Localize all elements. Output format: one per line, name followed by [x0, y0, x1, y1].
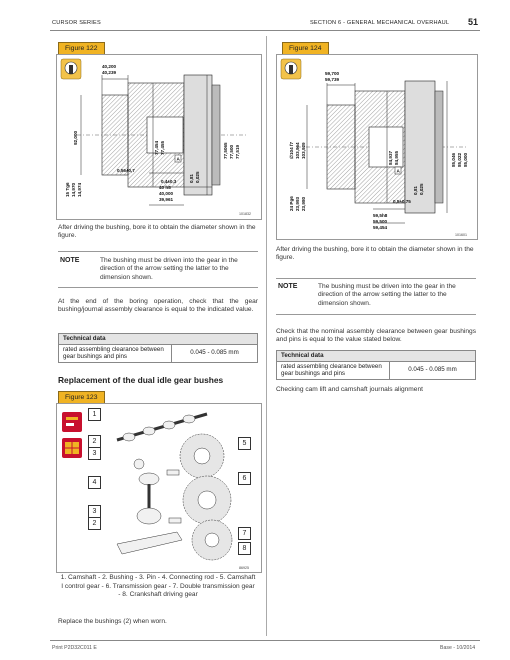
disassembly-icon [62, 412, 82, 432]
table-row-value: 0.045 - 0.085 mm [171, 343, 258, 363]
dim-clearance-1: 0,5±0,75 [393, 199, 411, 204]
tool-icon-124 [280, 58, 302, 80]
callout-8: 8 [238, 542, 251, 555]
dim-top-1: 59,700 [325, 71, 339, 76]
dim-left-3: 103,929 [301, 142, 306, 159]
table-row-label: rated assembling clearance between gear … [58, 343, 172, 363]
table-header: Technical data [276, 350, 476, 362]
footer-left: Print P2D32C011 E [52, 645, 97, 651]
note-bottom-line [58, 287, 258, 288]
dim-clearance-3: 0,025 [419, 183, 424, 195]
section-title: Replacement of the dual idle gear bushes [58, 375, 224, 385]
header-section: SECTION 6 - GENERAL MECHANICAL OVERHAUL [310, 20, 450, 26]
note-top-line [58, 251, 258, 252]
dim-right-2: 85,022 [457, 153, 462, 167]
dim-clearance-4: 0,025 [195, 171, 200, 183]
dim-clearance-2: 0,4±0,3 [161, 179, 177, 184]
dim-left: 92,000 [73, 131, 78, 145]
figure-122-drawing: 40,200 40,239 92,000 77,454 77,455 77,50… [56, 54, 262, 220]
callout-6: 6 [238, 472, 251, 485]
dim-hub-2: 40,000 [159, 191, 173, 196]
dim-mid: 84,937 [388, 151, 393, 165]
dim-right-2: 77,500 [229, 145, 234, 159]
callout-7: 7 [238, 527, 251, 540]
callout-3b: 3 [88, 505, 101, 518]
footer-right: Base - 10/2014 [440, 645, 476, 651]
dim-top-1: 40,200 [102, 64, 116, 69]
dim-clearance-2: 0,81 [413, 186, 418, 195]
dim-hub-1: 40 h8 [159, 185, 171, 190]
dim-right-1: 77,5065 [223, 142, 228, 159]
dim-mid-2: 77,455 [160, 141, 165, 155]
image-code-123: 86925 [239, 566, 249, 570]
fig124-check-text: Check that the nominal assembly clearanc… [276, 328, 476, 344]
technical-data-table-2: Technical data rated assembling clearanc… [276, 350, 476, 380]
figure-124-drawing: 59,700 59,739 ∅104 f7 103,964 103,929 84… [276, 54, 478, 240]
figure-123-drawing: 86925 [56, 403, 262, 573]
dim-right-3: 77,519 [235, 145, 240, 159]
dim-top-2: 59,739 [325, 77, 339, 82]
note-label: NOTE [278, 283, 298, 290]
table-row-label: rated assembling clearance between gear … [276, 360, 390, 380]
section-mark-a: A [177, 157, 181, 162]
dim-clearance-3: 0,81 [189, 174, 194, 183]
callout-2b: 2 [88, 517, 101, 530]
dim-bot-2: 23,993 [295, 197, 300, 211]
page-number: 51 [468, 17, 479, 27]
dim-bot-1: 15 Tg6 [65, 182, 70, 197]
column-divider [266, 36, 267, 636]
callout-1: 1 [88, 408, 101, 421]
header-series: CURSOR SERIES [52, 20, 101, 26]
dim-right-3: 85,000 [463, 153, 468, 167]
callout-3: 3 [88, 447, 101, 460]
dim-bot-1: 24 Pg6 [289, 196, 294, 211]
gear-section-drawing-122: 40,200 40,239 92,000 77,454 77,455 77,50… [60, 58, 251, 216]
cam-lift-text: Checking cam lift and camshaft journals … [276, 386, 423, 393]
table-row-value: 0.045 - 0.085 mm [389, 360, 476, 380]
note-text: The bushing must be driven into the gear… [318, 283, 456, 307]
note-text: The bushing must be driven into the gear… [100, 257, 238, 281]
dim-mid-1: 77,454 [154, 141, 159, 155]
dim-hub-3: 59,454 [373, 225, 387, 230]
figure-123-caption: 1. Camshaft - 2. Bushing - 3. Pin - 4. C… [60, 574, 256, 599]
callout-4: 4 [88, 476, 101, 489]
footer-rule [50, 640, 480, 641]
figure-124-label: Figure 124 [282, 42, 329, 55]
gear-section-drawing-124: 59,700 59,739 ∅104 f7 103,964 103,929 84… [280, 58, 468, 237]
table-header: Technical data [58, 333, 258, 345]
header-rule [50, 30, 480, 31]
dim-bot-3: 14,974 [77, 183, 82, 197]
dim-left-2: 103,964 [295, 142, 300, 159]
replace-text: Replace the bushings (2) when worn. [58, 618, 167, 625]
note-top-line [276, 278, 476, 279]
dim-left-1: ∅104 f7 [289, 142, 294, 159]
note-label: NOTE [60, 257, 80, 264]
technical-data-table-1: Technical data rated assembling clearanc… [58, 333, 258, 363]
dim-mid-2: 84,955 [394, 151, 399, 165]
tool-icon [60, 58, 82, 80]
dim-bot-3: 23,980 [301, 197, 306, 211]
dim-hub-3: 39,961 [159, 197, 173, 202]
fig124-after-text: After driving the bushing, bore it to ob… [276, 246, 474, 262]
assembly-icon [62, 438, 82, 458]
dim-bot-2: 14,970 [71, 183, 76, 197]
dim-right-1: 85,046 [451, 153, 456, 167]
image-code-124: 101601 [455, 233, 467, 237]
dim-hub-2: 59,500 [373, 219, 387, 224]
section-mark-a: A [397, 169, 401, 174]
dim-hub-1: 59,5h8 [373, 213, 388, 218]
note-bottom-line [276, 314, 476, 315]
exploded-view-drawing-123: 86925 [62, 412, 249, 570]
callout-5: 5 [238, 437, 251, 450]
image-code: 101832 [239, 212, 251, 216]
fig122-after-text: After driving the bushing, bore it to ob… [58, 224, 256, 240]
fig122-check-text: At the end of the boring operation, chec… [58, 298, 258, 314]
dim-top-2: 40,239 [102, 70, 116, 75]
dim-clearance-1: 0,56±0,7 [117, 168, 135, 173]
